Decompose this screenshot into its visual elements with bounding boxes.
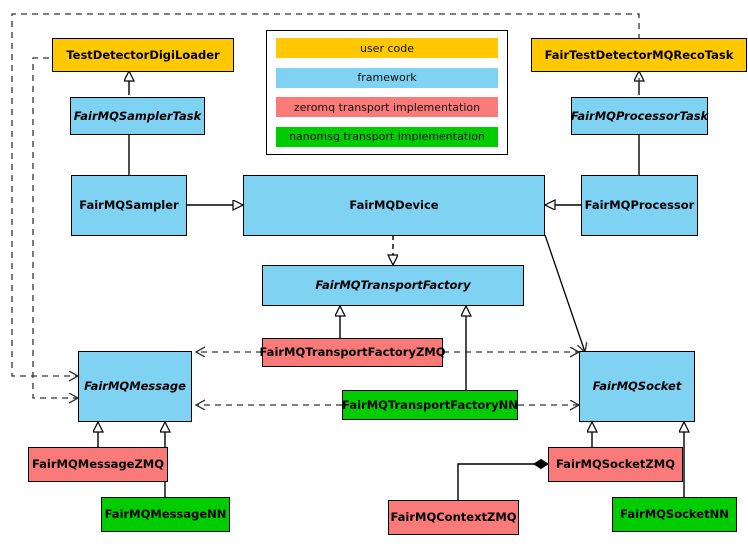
node-fairmqmessagezmq[interactable]: FairMQMessageZMQ	[28, 447, 168, 482]
node-fairmqcontextzmq[interactable]: FairMQContextZMQ	[388, 500, 519, 535]
node-fairmqsocketnn[interactable]: FairMQSocketNN	[612, 497, 737, 532]
node-label: FairMQTransportFactoryZMQ	[259, 345, 446, 360]
node-label: FairMQProcessor	[584, 198, 695, 213]
node-label: FairMQMessageZMQ	[31, 457, 165, 472]
node-fairmqdevice[interactable]: FairMQDevice	[243, 175, 545, 236]
node-testdetectordigiloader[interactable]: TestDetectorDigiLoader	[52, 38, 234, 72]
node-fairmqmessage[interactable]: FairMQMessage	[78, 351, 192, 422]
node-fairmqtransportfactory[interactable]: FairMQTransportFactory	[262, 265, 524, 306]
node-label: FairTestDetectorMQRecoTask	[544, 47, 734, 62]
node-fairmqtransportfactorynn[interactable]: FairMQTransportFactoryNN	[342, 390, 518, 420]
node-fairmqsamplertask[interactable]: FairMQSamplerTask	[70, 97, 205, 135]
node-label: FairMQContextZMQ	[390, 510, 517, 525]
node-fairmqmessagenn[interactable]: FairMQMessageNN	[101, 497, 230, 532]
node-label: FairMQSampler	[79, 198, 179, 213]
node-fairmqprocessortask[interactable]: FairMQProcessorTask	[571, 97, 708, 135]
legend-item-user-code: user code	[276, 38, 498, 58]
legend-item-nanomsg: nanomsg transport implementation	[276, 126, 498, 147]
node-fairmqsampler[interactable]: FairMQSampler	[71, 175, 187, 236]
node-label: FairMQMessage	[84, 379, 186, 394]
node-label: TestDetectorDigiLoader	[66, 47, 220, 62]
node-fairmqtransportfactoryzmq[interactable]: FairMQTransportFactoryZMQ	[260, 338, 446, 367]
edge-digiloader-message	[32, 57, 78, 398]
node-fairmqprocessor[interactable]: FairMQProcessor	[581, 175, 698, 236]
legend-item-zeromq: zeromq transport implementation	[276, 97, 498, 118]
node-fairtestdetectormqrecotask[interactable]: FairTestDetectorMQRecoTask	[531, 38, 747, 72]
node-label: FairMQProcessorTask	[570, 108, 709, 123]
edge-device-socket	[544, 234, 585, 352]
node-label: FairMQSocketZMQ	[556, 457, 675, 472]
legend-item-framework: framework	[276, 67, 498, 88]
node-label: FairMQMessageNN	[104, 507, 227, 522]
node-label: FairMQSocketNN	[620, 507, 729, 522]
node-label: FairMQTransportFactory	[315, 278, 471, 293]
node-fairmqsocketzmq[interactable]: FairMQSocketZMQ	[548, 447, 683, 482]
node-fairmqsocket[interactable]: FairMQSocket	[579, 351, 695, 422]
edge-recotask-message	[11, 13, 640, 376]
legend: user code framework zeromq transport imp…	[266, 30, 508, 155]
node-label: FairMQTransportFactoryNN	[342, 397, 518, 412]
node-label: FairMQSocket	[592, 379, 682, 394]
edge-socketzmq-contextzmq	[457, 458, 549, 500]
node-label: FairMQSamplerTask	[73, 108, 202, 123]
node-label: FairMQDevice	[349, 198, 439, 213]
